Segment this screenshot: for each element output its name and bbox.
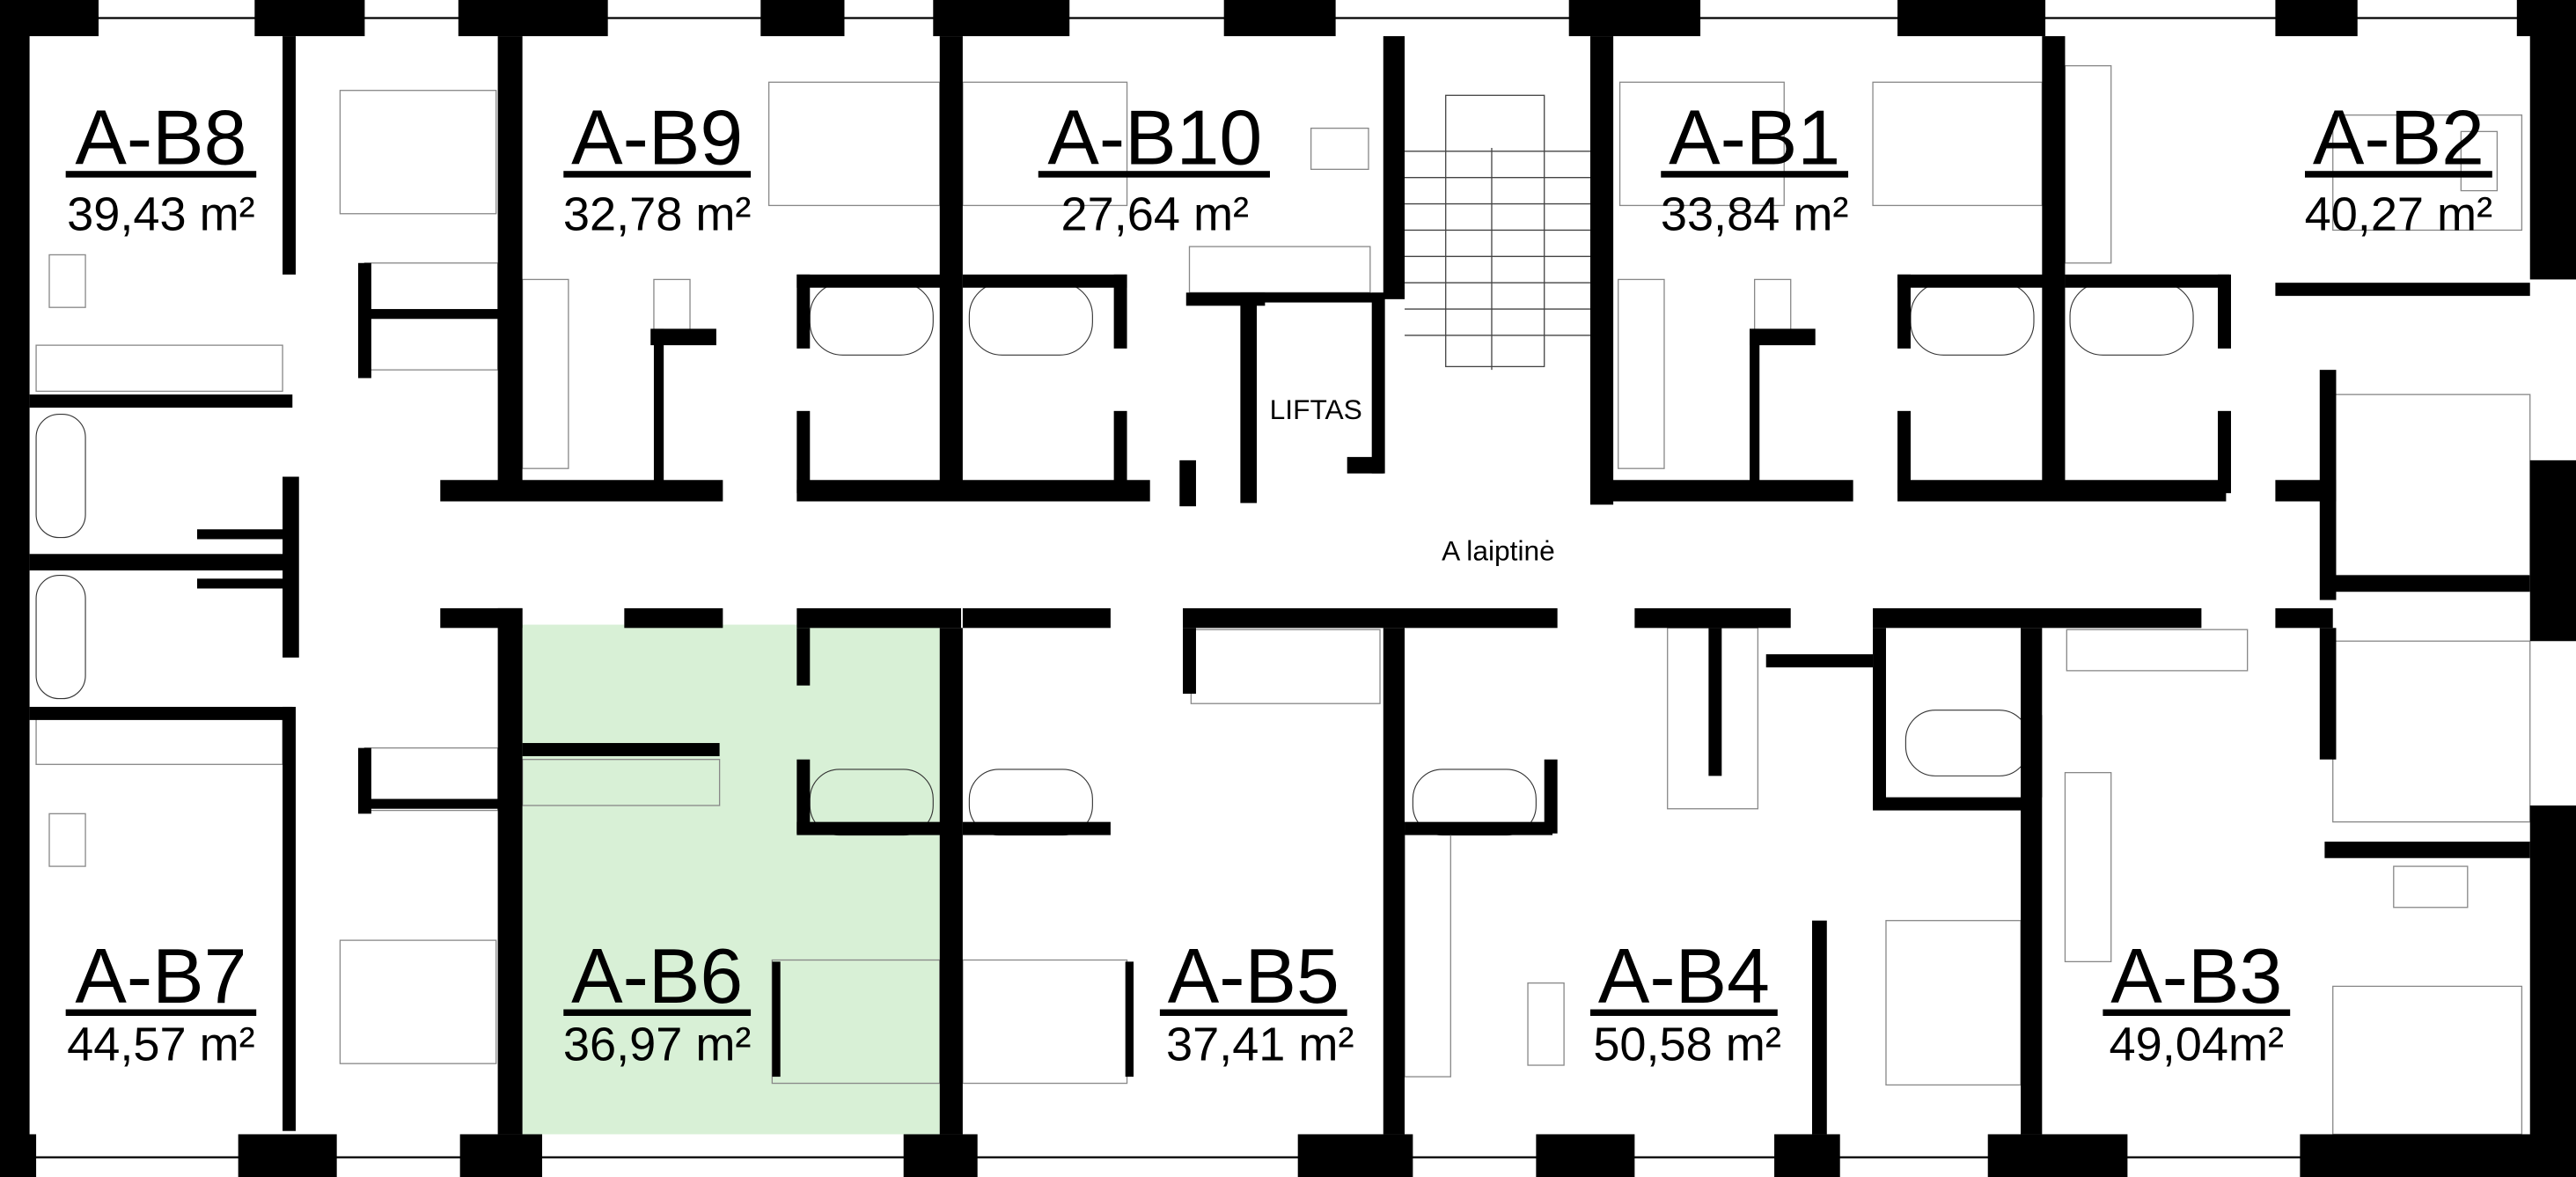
unit-a-b4[interactable]: A-B4 50,58 m² [1589, 933, 1781, 1070]
unit-a-b6[interactable]: A-B6 36,97 m² [563, 933, 752, 1070]
elevator-label: LIFTAS [1270, 394, 1362, 425]
unit-a-b3[interactable]: A-B3 49,04m² [2103, 933, 2291, 1070]
unit-area: 39,43 m² [67, 188, 255, 240]
unit-a-b2[interactable]: A-B2 40,27 m² [2305, 95, 2493, 241]
unit-id: A-B1 [1669, 95, 1840, 181]
stairwell-label: A laiptinė [1442, 535, 1555, 567]
unit-a-b5[interactable]: A-B5 37,41 m² [1159, 933, 1354, 1070]
unit-a-b10[interactable]: A-B10 27,64 m² [1038, 95, 1270, 241]
unit-a-b1[interactable]: A-B1 33,84 m² [1661, 95, 1849, 241]
unit-id: A-B10 [1047, 95, 1262, 181]
unit-area: 44,57 m² [67, 1018, 255, 1070]
unit-area: 27,64 m² [1061, 188, 1250, 240]
unit-area: 36,97 m² [563, 1018, 752, 1070]
unit-a-b7[interactable]: A-B7 44,57 m² [65, 933, 257, 1070]
unit-id: A-B4 [1598, 933, 1770, 1019]
unit-id: A-B3 [2110, 933, 2282, 1019]
unit-area: 33,84 m² [1661, 188, 1849, 240]
unit-id: A-B5 [1168, 933, 1339, 1019]
unit-labels: A-B8 39,43 m² A-B9 32,78 m² A-B10 27,64 … [65, 95, 2493, 1070]
unit-area: 37,41 m² [1166, 1018, 1354, 1070]
unit-id: A-B8 [75, 95, 246, 181]
unit-area: 50,58 m² [1593, 1018, 1781, 1070]
unit-highlight-a-b6[interactable] [522, 624, 940, 1135]
staircase [1405, 94, 1590, 371]
unit-id: A-B9 [571, 95, 743, 181]
unit-id: A-B2 [2313, 95, 2484, 181]
unit-id: A-B7 [75, 933, 246, 1019]
unit-a-b9[interactable]: A-B9 32,78 m² [563, 95, 752, 241]
unit-area: 32,78 m² [563, 188, 752, 240]
unit-area: 40,27 m² [2305, 188, 2493, 240]
unit-id: A-B6 [571, 933, 743, 1019]
unit-area: 49,04m² [2110, 1018, 2285, 1070]
unit-a-b8[interactable]: A-B8 39,43 m² [65, 95, 257, 241]
